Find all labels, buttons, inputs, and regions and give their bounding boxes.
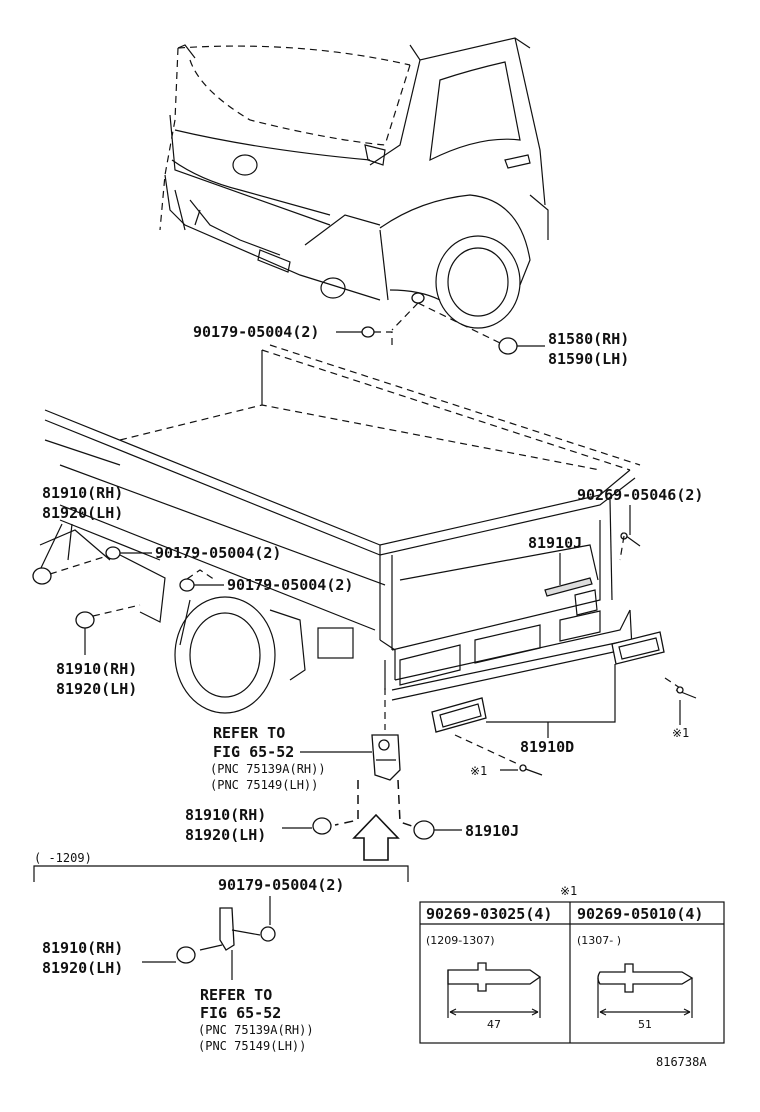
- label-refer-upper: REFER TO FIG 65-52 (PNC 75139A(RH)) (PNC…: [210, 724, 372, 792]
- svg-text:51: 51: [638, 1018, 652, 1031]
- svg-text:REFER TO: REFER TO: [213, 724, 285, 742]
- diagram-id: 816738A: [656, 1055, 707, 1069]
- label-ref-mark-lower: ※1: [454, 734, 543, 778]
- label-lamp-81910j-lower: 81910J: [413, 820, 519, 840]
- rivet-table: ※1 90269-03025(4) (1209-1307) 47 90269-0…: [419, 884, 725, 1044]
- side-marker-lamp-icon: [176, 946, 196, 964]
- label-nut-left-1: 90179-05004(2): [105, 544, 281, 562]
- table-column-1: 90269-03025(4) (1209-1307) 47: [426, 905, 552, 1031]
- side-marker-lamp-icon: [312, 817, 332, 835]
- svg-text:90179-05004(2): 90179-05004(2): [193, 323, 319, 341]
- nut-icon: [260, 926, 276, 942]
- label-lamp-81910j-upper: 81910J: [528, 534, 582, 585]
- svg-text:81910(RH): 81910(RH): [185, 806, 266, 824]
- nut-icon: [105, 546, 121, 560]
- label-ref-mark-right: ※1: [664, 677, 697, 740]
- cargo-bed-illustration: [39, 344, 641, 714]
- svg-text:90269-03025(4): 90269-03025(4): [426, 905, 552, 923]
- svg-text:81910D: 81910D: [520, 738, 574, 756]
- svg-text:FIG 65-52: FIG 65-52: [213, 743, 294, 761]
- svg-text:47: 47: [487, 1018, 501, 1031]
- svg-text:81920(LH): 81920(LH): [42, 959, 123, 977]
- svg-text:90269-05046(2): 90269-05046(2): [577, 486, 703, 504]
- front-direction-arrow-icon: [352, 813, 400, 861]
- svg-text:(PNC 75149(LH)): (PNC 75149(LH)): [210, 778, 318, 792]
- svg-text:81910J: 81910J: [465, 822, 519, 840]
- label-rivet-top-right: 90269-05046(2): [577, 486, 703, 561]
- rivet-51-icon: [597, 963, 694, 993]
- svg-text:(1307- ): (1307- ): [577, 934, 621, 947]
- lamp-81910j-upper-icon: [544, 577, 593, 597]
- svg-text:(1209-1307): (1209-1307): [426, 934, 495, 947]
- svg-text:※1: ※1: [672, 726, 689, 740]
- svg-text:FIG 65-52: FIG 65-52: [200, 1004, 281, 1022]
- side-marker-lamp-icon: [413, 820, 435, 840]
- svg-text:81920(LH): 81920(LH): [56, 680, 137, 698]
- svg-text:81920(LH): 81920(LH): [42, 504, 123, 522]
- svg-text:90179-05004(2): 90179-05004(2): [218, 876, 344, 894]
- nut-icon: [179, 578, 195, 592]
- svg-text:90179-05004(2): 90179-05004(2): [155, 544, 281, 562]
- inset-early-model: ( -1209) 90179-05004(2) 81910(RH) 81920(…: [33, 851, 409, 1053]
- svg-text:(PNC 75149(LH)): (PNC 75149(LH)): [198, 1039, 306, 1053]
- svg-text:( -1209): ( -1209): [34, 851, 92, 865]
- nut-icon: [361, 326, 375, 338]
- truck-cab-illustration: [159, 37, 549, 344]
- bracket-icon: [219, 907, 235, 951]
- table-column-2: 90269-05010(4) (1307- ) 51: [577, 905, 703, 1031]
- svg-text:81920(LH): 81920(LH): [185, 826, 266, 844]
- svg-text:81910(RH): 81910(RH): [42, 484, 123, 502]
- svg-text:(PNC 75139A(RH)): (PNC 75139A(RH)): [210, 762, 326, 776]
- svg-text:90269-05010(4): 90269-05010(4): [577, 905, 703, 923]
- svg-text:81910(RH): 81910(RH): [56, 660, 137, 678]
- label-lamp-mid: 81910(RH) 81920(LH): [185, 806, 332, 844]
- svg-text:REFER TO: REFER TO: [200, 986, 272, 1004]
- label-lamp-left-upper: 81910(RH) 81920(LH): [32, 484, 123, 585]
- svg-text:※1: ※1: [470, 764, 487, 778]
- label-lamp-left-lower: 81910(RH) 81920(LH): [56, 604, 141, 698]
- rivet-47-icon: [447, 962, 542, 992]
- svg-text:81910J: 81910J: [528, 534, 582, 552]
- svg-text:81590(LH): 81590(LH): [548, 350, 629, 368]
- marker-lamp-icon: [498, 337, 518, 355]
- side-marker-lamp-icon: [32, 567, 52, 585]
- bracket-illustration: [334, 688, 413, 827]
- label-marker-top: 81580(RH) 81590(LH): [498, 330, 629, 368]
- svg-text:(PNC 75139A(RH)): (PNC 75139A(RH)): [198, 1023, 314, 1037]
- svg-text:90179-05004(2): 90179-05004(2): [227, 576, 353, 594]
- svg-text:※1: ※1: [560, 884, 577, 898]
- svg-text:81580(RH): 81580(RH): [548, 330, 629, 348]
- label-nut-left-2: 90179-05004(2): [179, 569, 353, 594]
- reflector-81910d: 81910D: [431, 631, 665, 756]
- svg-text:81910(RH): 81910(RH): [42, 939, 123, 957]
- label-nut-top: 90179-05004(2): [193, 323, 393, 345]
- side-marker-lamp-icon: [75, 611, 95, 629]
